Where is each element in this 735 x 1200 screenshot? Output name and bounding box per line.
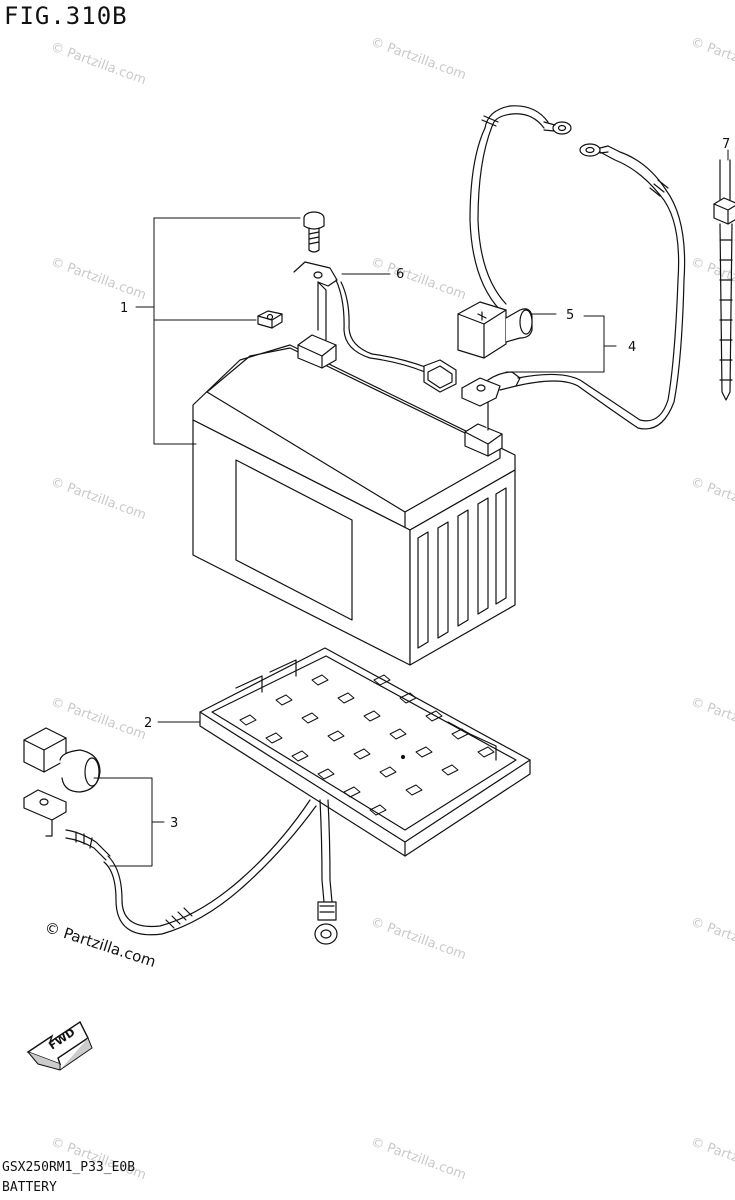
terminal-cap[interactable] [457, 301, 533, 359]
watermark: © Partzilla.com [689, 695, 735, 743]
watermark: © Partzilla.com [689, 255, 735, 303]
watermark: © Partzilla.com [49, 40, 148, 88]
callout-3: 3 [170, 816, 178, 831]
watermark: © Partzilla.com [49, 695, 148, 743]
watermark: © Partzilla.com [49, 255, 148, 303]
battery-tray[interactable] [199, 647, 531, 857]
watermark: © Partzilla.com [49, 475, 148, 523]
battery-cable-positive[interactable] [461, 105, 686, 431]
watermark: © Partzilla.com [369, 255, 468, 303]
battery-cable-negative[interactable] [293, 261, 457, 393]
battery-bolt[interactable] [303, 211, 325, 253]
watermark: © Partzilla.com [689, 1135, 735, 1183]
battery-nut[interactable] [257, 310, 283, 329]
watermark: © Partzilla.com [689, 915, 735, 963]
watermark: © Partzilla.com [689, 35, 735, 83]
callout-labels: 1 2 3 4 5 6 7 [120, 137, 730, 831]
leader-lines [93, 149, 729, 867]
callout-7: 7 [722, 137, 730, 152]
watermark: © Partzilla.com [369, 35, 468, 83]
cable-tie[interactable] [713, 159, 735, 401]
watermark: © Partzilla.com [369, 1135, 468, 1183]
watermark: © Partzilla.com [689, 475, 735, 523]
callout-5: 5 [566, 308, 574, 323]
callout-4: 4 [628, 340, 636, 355]
ground-cable[interactable] [23, 727, 338, 945]
callout-6: 6 [396, 267, 404, 282]
figure-title: FIG.310B [4, 2, 128, 30]
watermark: © Partzilla.com [49, 1135, 148, 1183]
watermark: © Partzilla.com [369, 915, 468, 963]
callout-1: 1 [120, 301, 128, 316]
battery[interactable] [192, 334, 516, 666]
section-name: BATTERY [2, 1180, 57, 1195]
model-code: GSX250RM1_P33_E0B [2, 1160, 136, 1175]
forward-arrow-icon: FWD [26, 1020, 93, 1071]
callout-2: 2 [144, 716, 152, 731]
